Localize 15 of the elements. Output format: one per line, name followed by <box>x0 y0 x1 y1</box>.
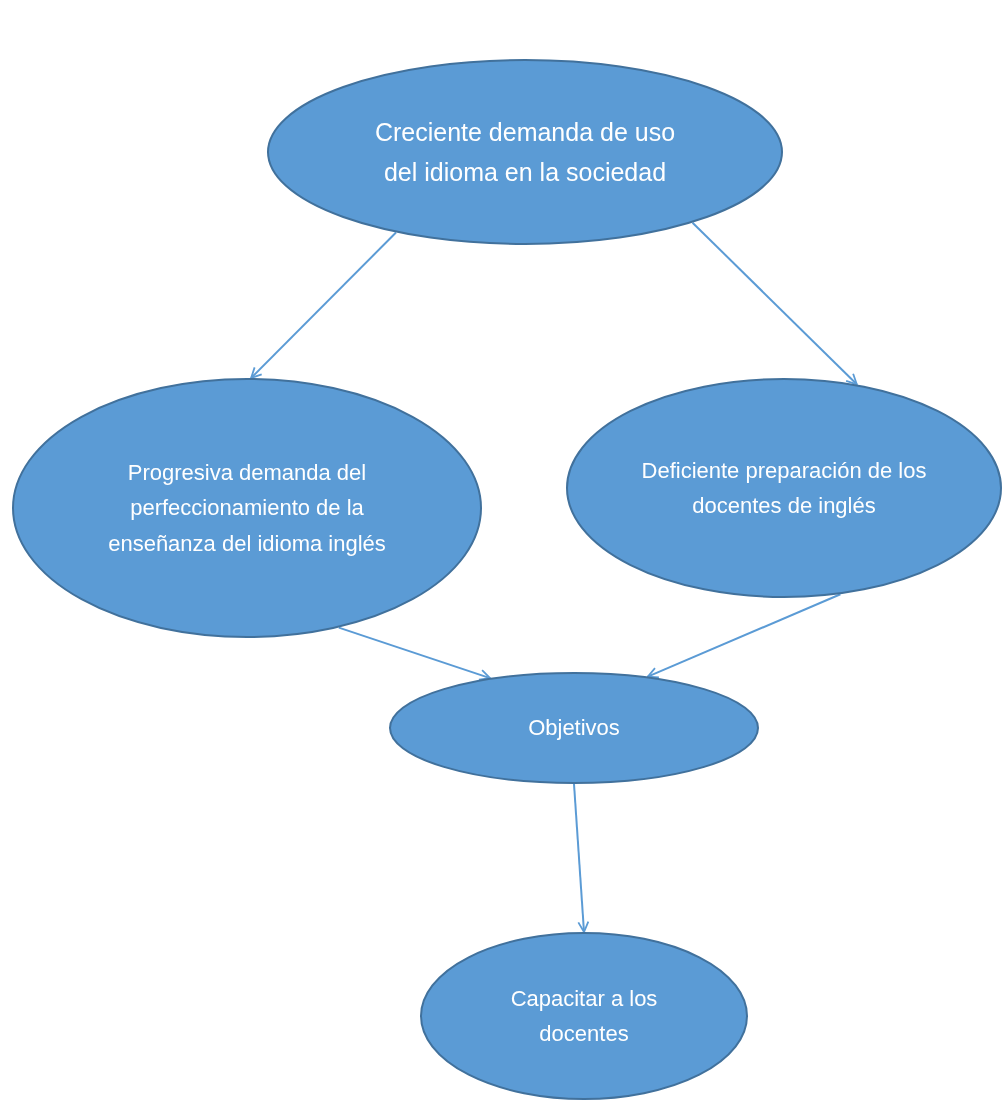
ellipse-node <box>389 672 759 784</box>
arrow <box>250 231 397 379</box>
node-label: Capacitar a los docentes <box>509 984 659 1048</box>
arrow <box>337 626 491 681</box>
node-label: Objetivos <box>528 714 620 743</box>
node-label: Deficiente preparación de los docentes de inglés <box>640 456 928 520</box>
ellipse-node <box>420 932 748 1100</box>
ellipse-node <box>566 378 1002 598</box>
node-label: Progresiva demanda del perfeccionamiento de la enseñanza del idioma inglés <box>107 459 387 558</box>
ellipse-node <box>267 59 783 245</box>
arrow <box>646 593 842 679</box>
ellipse-node <box>12 378 482 638</box>
arrow <box>573 783 590 933</box>
node-label: Creciente demanda de uso del idioma en la sociedad <box>373 117 677 188</box>
arrow <box>691 221 858 386</box>
